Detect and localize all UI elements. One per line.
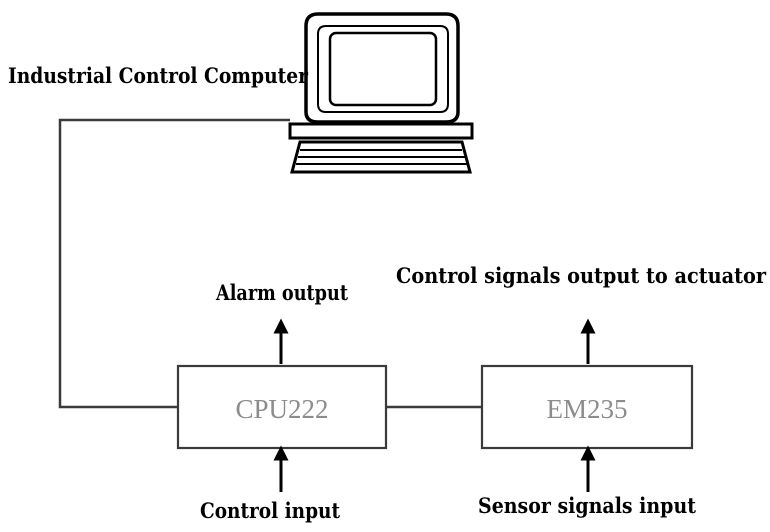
cpu222-box <box>176 364 388 450</box>
alarm-output-label: Alarm output <box>215 280 348 305</box>
cpu222-label: CPU222 <box>235 394 328 424</box>
computer-label: Industrial Control Computer <box>8 63 309 88</box>
computer-terminal-icon <box>288 12 474 174</box>
sensor-signals-input-label: Sensor signals input <box>478 493 696 518</box>
control-input-label: Control input <box>200 498 340 523</box>
link-computer-to-cpu <box>58 118 290 409</box>
em235-label: EM235 <box>547 394 628 424</box>
control-signals-output-label: Control signals output to actuator <box>396 263 767 288</box>
